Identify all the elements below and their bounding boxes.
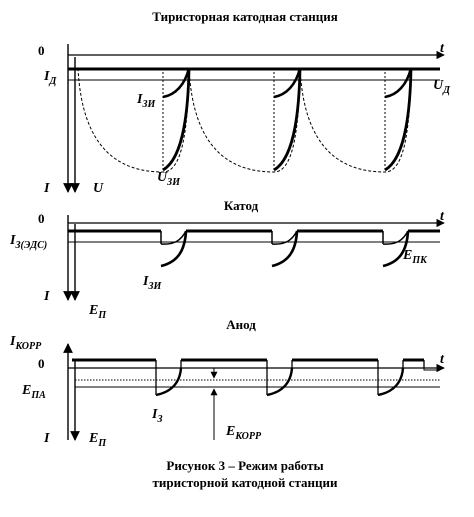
pulse-current-label: IЗИ xyxy=(136,92,157,110)
cathode-pulse-1 xyxy=(160,230,188,268)
anode-pulse-edges xyxy=(155,360,425,368)
voltage-halfwave-3 xyxy=(299,67,412,173)
panel-2-t-label: t xyxy=(440,209,445,224)
panel-3-title: Анод xyxy=(226,317,256,332)
voltage-pulse-3 xyxy=(384,67,413,172)
cathode-pulse-label: IЗИ xyxy=(142,274,163,292)
dc-current-label: IД xyxy=(43,69,57,87)
current-pulse-2 xyxy=(273,67,302,99)
panel-1-zero: 0 xyxy=(38,43,45,58)
anode-axis-current-label: I xyxy=(43,431,50,446)
figure-caption-line-2: тиристорной катодной станции xyxy=(153,475,338,490)
panel-thyristor-station: Тиристорная катодная станция 0 t IД UД I… xyxy=(38,9,451,196)
panel-1-title: Тиристорная катодная станция xyxy=(152,9,338,24)
pulse-voltage-label: UЗИ xyxy=(157,170,181,188)
anode-tail xyxy=(423,360,440,371)
anode-pulse-1 xyxy=(155,367,183,397)
cathode-axis-current-label: I xyxy=(43,289,50,304)
anode-current-label: IКОРР xyxy=(9,334,42,352)
anode-pulse-label: IЗ xyxy=(151,407,163,425)
current-pulse-3 xyxy=(384,67,413,99)
anode-pulse-3 xyxy=(377,367,405,397)
panel-3-t-label: t xyxy=(440,352,445,367)
voltage-halfwave-1 xyxy=(77,67,190,173)
voltage-halfwave-2 xyxy=(188,67,301,173)
panel-cathode: Катод 0 t IЗ(ЭДС) EПК IЗИ xyxy=(9,198,445,321)
axis-voltage-label: U xyxy=(93,181,104,196)
panel-2-zero: 0 xyxy=(38,211,45,226)
cathode-potential-label: EПК xyxy=(402,248,428,266)
cathode-current-label: IЗ(ЭДС) xyxy=(9,233,47,251)
dc-voltage-label: UД xyxy=(433,78,451,96)
panel-1-t-label: t xyxy=(440,41,445,56)
voltage-pulse-1 xyxy=(162,67,191,172)
cathode-pulse-2 xyxy=(271,230,299,268)
corr-potential-label: EКОРР xyxy=(225,424,262,442)
cathode-axis-potential-label: EП xyxy=(88,303,107,321)
current-pulse-1 xyxy=(162,67,191,99)
anode-axis-potential-label: EП xyxy=(88,431,107,449)
axis-current-label: I xyxy=(43,181,50,196)
panel-3-zero: 0 xyxy=(38,356,45,371)
panel-anode: Анод IКОРР 0 t EПА IЗ EКОРР I EП xyxy=(9,317,445,449)
voltage-pulse-2 xyxy=(273,67,302,172)
anode-potential-label: EПА xyxy=(21,383,46,401)
panel-2-title: Катод xyxy=(224,198,259,213)
anode-pulse-2 xyxy=(266,367,294,397)
cathode-pulse-3 xyxy=(382,230,410,268)
figure-caption-line-1: Рисунок 3 – Режим работы xyxy=(166,458,323,473)
